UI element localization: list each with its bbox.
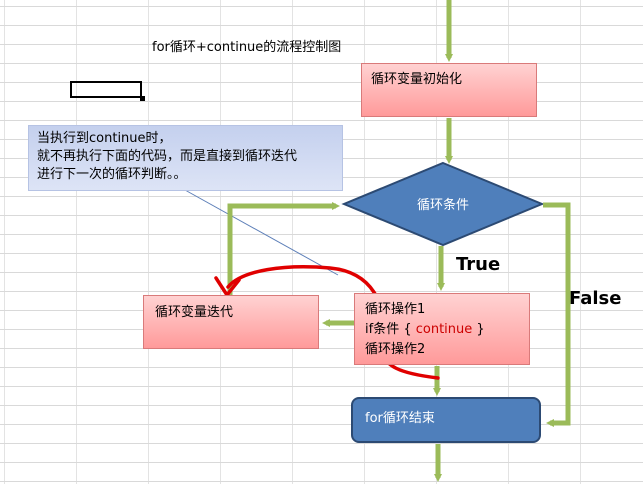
callout-pointer-line bbox=[184, 189, 339, 276]
node-iteration: 循环变量迭代 bbox=[143, 295, 319, 349]
node-init-label: 循环变量初始化 bbox=[371, 72, 463, 87]
cell-fill-handle[interactable] bbox=[140, 96, 145, 101]
ops-continue-keyword: continue bbox=[415, 322, 473, 337]
ops-line-2: if条件 { continue } bbox=[365, 320, 519, 340]
node-condition-label: 循环条件 bbox=[416, 198, 469, 213]
arrow-false-branch bbox=[543, 202, 571, 427]
diagram-title: for循环+continue的流程控制图 bbox=[152, 40, 342, 55]
continue-explanation-callout: 当执行到continue时， 就不再执行下面的代码，而是直接到循环迭代 进行下一… bbox=[28, 125, 343, 191]
ops-if-prefix: if条件 { bbox=[365, 322, 416, 337]
edge-label-false: False bbox=[569, 288, 622, 309]
continue-jump-curve bbox=[226, 265, 440, 380]
node-iteration-label: 循环变量迭代 bbox=[155, 305, 234, 320]
arrow-iteration-to-condition bbox=[227, 202, 340, 295]
node-end-label: for循环结束 bbox=[365, 411, 435, 426]
ops-line-3: 循环操作2 bbox=[365, 342, 426, 357]
ops-if-suffix: } bbox=[472, 322, 485, 337]
node-loop-operations: 循环操作1 if条件 { continue } 循环操作2 bbox=[354, 293, 530, 365]
ops-line-1: 循环操作1 bbox=[365, 302, 426, 317]
edge-label-true: True bbox=[456, 254, 501, 275]
selected-cell[interactable] bbox=[70, 81, 142, 98]
condition-diamond bbox=[341, 161, 545, 247]
node-init: 循环变量初始化 bbox=[361, 63, 537, 117]
node-end: for循环结束 bbox=[351, 397, 541, 443]
